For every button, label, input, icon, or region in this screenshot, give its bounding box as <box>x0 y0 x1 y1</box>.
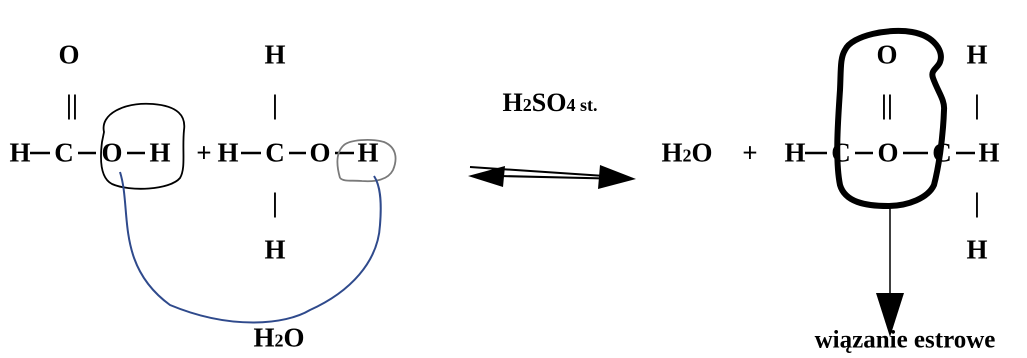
product-water-h: H <box>661 137 683 168</box>
ester-double-bond: || <box>881 89 893 120</box>
acid-double-bond: || <box>66 89 78 120</box>
ester-top-bond: | <box>974 89 980 120</box>
oh-group-circle <box>100 102 186 190</box>
ester-carbon-2: C <box>932 137 952 168</box>
alcohol-carbon: C <box>265 137 285 168</box>
ester-hydrogen-right: H <box>978 137 1000 168</box>
alcohol-bottom-bond: | <box>272 187 278 218</box>
ester-hydrogen-left: H <box>784 137 806 168</box>
acid-carbon: C <box>54 137 74 168</box>
alcohol-bottom-hydrogen: H <box>264 234 286 265</box>
alcohol-top-bond: | <box>272 89 278 120</box>
reverse-arrow-shaft <box>499 175 629 180</box>
water-formation-curve <box>119 171 382 324</box>
acid-hydrogen-right: H <box>149 137 171 168</box>
ester-bottom-hydrogen: H <box>966 234 988 265</box>
removed-water-label: H2O <box>253 322 305 353</box>
plus-sign-products: + <box>742 137 758 168</box>
removed-water-sub: 2 <box>274 330 284 351</box>
alcohol-top-hydrogen: H <box>264 39 286 70</box>
removed-water-o: O <box>283 322 305 353</box>
alcohol-hydrogen-right: H <box>357 137 379 168</box>
catalyst-sub-4: 4 <box>566 95 576 115</box>
ester-bond-outline <box>834 27 948 209</box>
catalyst-h: H <box>502 88 523 117</box>
alcohol-oxygen: O <box>309 137 331 168</box>
ester-oxygen: O <box>877 137 899 168</box>
ester-carbon-1: C <box>831 137 851 168</box>
catalyst-suffix: st. <box>575 95 598 115</box>
acid-oxygen: O <box>101 137 123 168</box>
ester-top-oxygen: O <box>876 39 898 70</box>
alcohol-hydrogen-left: H <box>217 137 239 168</box>
reverse-arrow-head <box>468 166 505 187</box>
h-atom-circle <box>336 138 397 183</box>
ester-top-hydrogen: H <box>966 39 988 70</box>
ester-bond-label: wiązanie estrowe <box>814 326 996 354</box>
acid-hydrogen-left: H <box>9 137 31 168</box>
forward-arrow-shaft <box>469 166 606 177</box>
catalyst-sub-2: 2 <box>522 95 532 115</box>
removed-water-h: H <box>253 322 275 353</box>
catalyst-label: H2SO4 st. <box>503 90 598 116</box>
ester-bottom-bond: | <box>974 187 980 218</box>
label-arrow-head <box>876 293 904 337</box>
acid-top-oxygen: O <box>58 39 80 70</box>
catalyst-so: SO <box>531 88 567 117</box>
product-water: H2O <box>661 137 713 168</box>
product-water-o: O <box>691 137 713 168</box>
plus-sign-reactants: + <box>196 137 212 168</box>
product-water-sub: 2 <box>682 145 692 166</box>
forward-arrow-head <box>598 165 636 189</box>
